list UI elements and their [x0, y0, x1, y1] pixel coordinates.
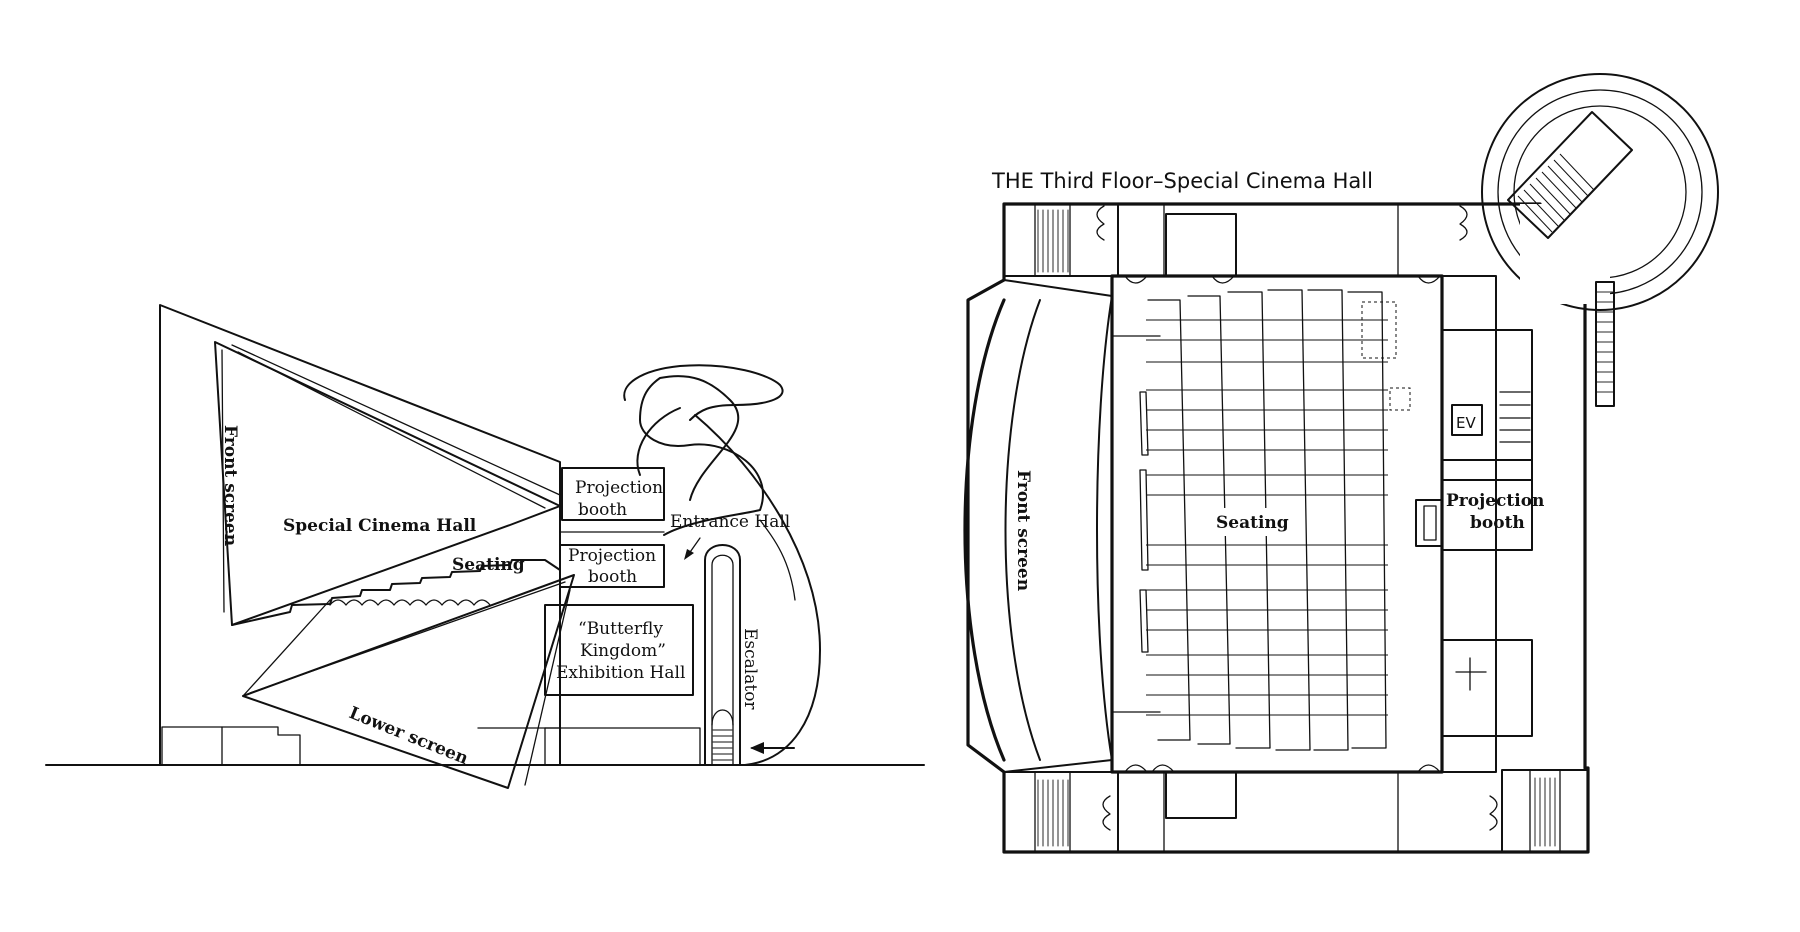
exhibition-hall-line1: “Butterfly	[578, 619, 663, 639]
exhibition-hall-box	[544, 604, 694, 696]
plan-front-screen-outer	[963, 298, 1006, 762]
plan-seating-label: Seating	[1216, 513, 1289, 533]
entrance-arrow-icon	[750, 742, 795, 754]
plan-drawing: THE Third Floor–Special Cinema Hall	[963, 73, 1719, 854]
front-screen-frame	[214, 341, 561, 626]
plan-front-screen-inner	[1004, 299, 1041, 761]
elevator-box	[1451, 404, 1483, 436]
bottom-lobby-box	[1165, 771, 1237, 819]
base-plinth	[161, 726, 561, 766]
plan-title: THE Third Floor–Special Cinema Hall	[991, 169, 1373, 193]
escalator-label: Escalator	[740, 628, 760, 710]
plan-spiral-stair-tower	[1481, 73, 1719, 407]
projection-booth-upper-line1: Projection	[575, 478, 663, 498]
plan-stair-top-left	[1003, 203, 1119, 277]
plan-doors	[1096, 205, 1498, 831]
section-hall-label: Special Cinema Hall	[283, 516, 477, 536]
projection-booth-lower-line1: Projection	[568, 546, 656, 566]
plan-stair-bottom-right	[1501, 769, 1589, 853]
plan-projection-booth-line1: Projection	[1446, 491, 1544, 511]
ev-label: EV	[1456, 414, 1476, 432]
entrance-canopy	[639, 375, 764, 536]
front-screen-surface	[221, 349, 225, 613]
service-room-upper	[1441, 329, 1533, 481]
section-drawing: Front screen Special Cinema Hall Seating…	[45, 304, 925, 789]
projection-booth-upper	[561, 467, 665, 521]
escalator-tube	[704, 544, 741, 766]
projection-booth-lower-line2: booth	[588, 567, 637, 587]
top-lobby-box	[1165, 213, 1237, 277]
seating-label-bg	[1210, 508, 1296, 536]
lower-screen-frame	[242, 574, 575, 789]
plan-stair-bottom-left	[1003, 771, 1119, 853]
exhibition-hall-line2: Kingdom”	[580, 641, 666, 661]
section-seating-label: Seating	[452, 555, 525, 575]
roof-wing	[623, 364, 784, 421]
service-room-lower	[1441, 639, 1533, 737]
section-lower-screen-label: Lower screen	[346, 703, 471, 769]
projection-booth-upper-line2: booth	[578, 500, 627, 520]
building-shell	[159, 304, 561, 766]
section-front-screen-label: Front screen	[220, 425, 240, 546]
projector-port	[1415, 499, 1443, 547]
plan-front-screen-label: Front screen	[1013, 470, 1033, 591]
projection-booth-lower	[559, 544, 665, 588]
exhibition-hall-line3: Exhibition Hall	[556, 663, 685, 683]
entrance-hall-label: Entrance Hall	[670, 512, 790, 532]
plan-projection-booth-line2: booth	[1470, 513, 1525, 533]
outer-glass-shell	[694, 414, 821, 766]
